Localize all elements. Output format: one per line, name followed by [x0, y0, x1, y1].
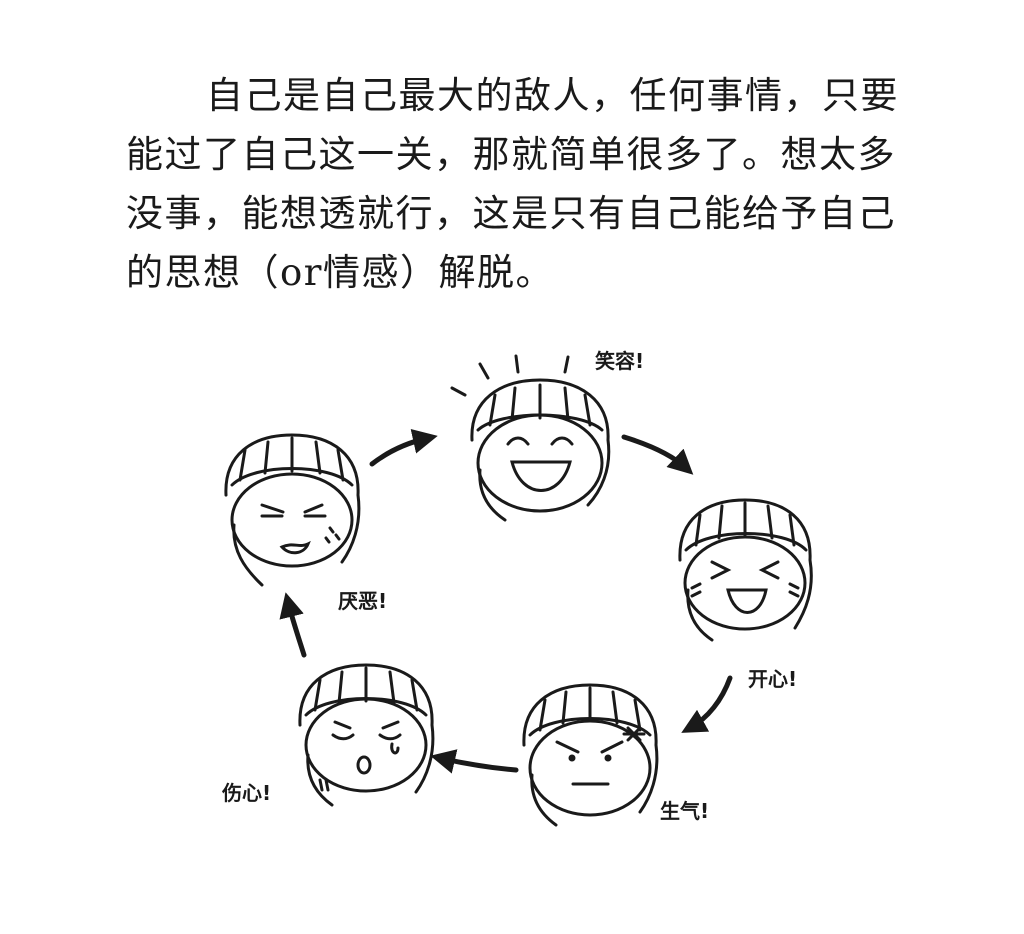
paragraph-line: 自己是自己最大的敌人，任何事情，只要 [206, 74, 899, 117]
disgust-face-icon [224, 433, 361, 587]
face-label-smile: 笑容! [595, 349, 644, 373]
paragraph: 自己是自己最大的敌人，任何事情，只要 能过了自己这一关，那就简单很多了。想太多 … [126, 66, 906, 302]
face-label-disgust: 厌恶! [338, 589, 387, 613]
paragraph-line: 没事，能想透就行，这是只有自己能给予自己 [126, 192, 896, 235]
paragraph-line: 能过了自己这一关，那就简单很多了。想太多 [126, 133, 896, 176]
arrow-icon [369, 429, 438, 467]
face-label-angry: 生气! [660, 799, 709, 823]
emotion-cycle-svg: 笑容! 开心! 生气! [221, 349, 813, 827]
sad-face-icon [298, 663, 435, 807]
face-label-happy: 开心! [748, 667, 797, 691]
emotion-cycle-illustration: 笑容! 开心! 生气! [0, 330, 1024, 850]
paragraph-line: 的思想（or情感）解脱。 [126, 251, 554, 294]
arrow-icon [279, 592, 307, 658]
arrow-icon [681, 675, 733, 733]
face-label-sad: 伤心! [221, 781, 271, 805]
arrow-icon [621, 434, 694, 475]
angry-face-icon [522, 683, 659, 827]
smile-face-icon [450, 354, 611, 522]
cycle-arrows [279, 429, 733, 774]
happy-face-icon [678, 498, 813, 642]
arrow-icon [430, 749, 519, 774]
